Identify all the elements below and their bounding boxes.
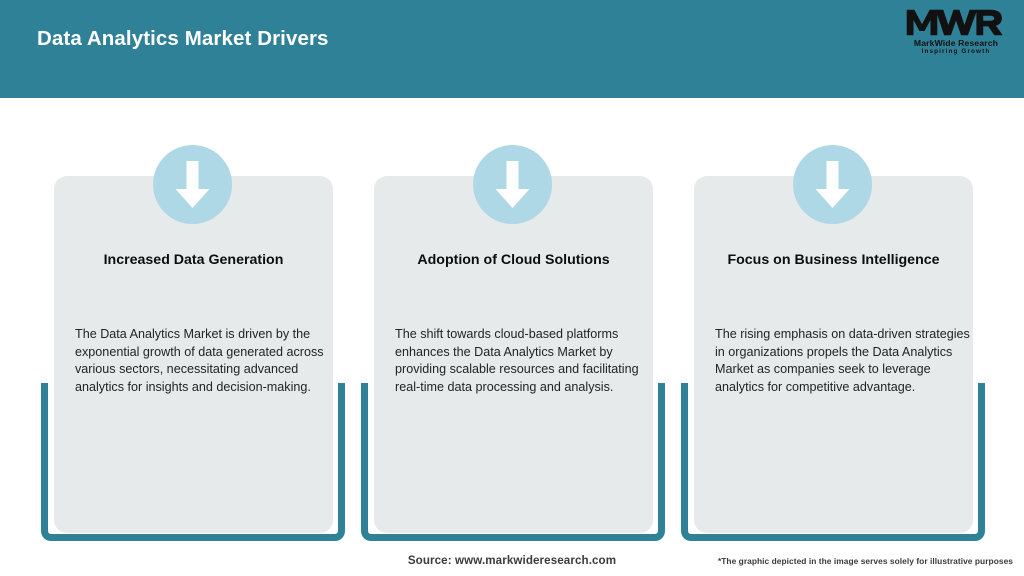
card-title-2: Adoption of Cloud Solutions [417,252,610,268]
driver-card-3: Focus on Business Intelligence The risin… [681,98,985,541]
driver-card-1: Increased Data Generation The Data Analy… [41,98,345,541]
driver-card-2: Adoption of Cloud Solutions The shift to… [361,98,665,541]
logo-tagline: Inspiring Growth [921,48,991,55]
card-bracket-1 [41,383,345,541]
arrow-down-icon [793,145,872,224]
card-panel-3 [694,176,973,533]
card-body-2: The shift towards cloud-based platforms … [395,327,639,394]
header-bar: Data Analytics Market Drivers MarkWide R… [0,0,1024,98]
card-bracket-3 [681,383,985,541]
card-body-3: The rising emphasis on data-driven strat… [715,327,970,394]
card-panel-2 [374,176,653,533]
card-title-3: Focus on Business Intelligence [727,252,940,268]
logo-mwr-icon [905,8,1007,37]
footer-source: Source: www.markwideresearch.com [407,554,617,567]
arrow-down-icon [153,145,232,224]
card-body-1: The Data Analytics Market is driven by t… [75,327,324,394]
page-title: Data Analytics Market Drivers [37,27,329,50]
card-panel-1 [54,176,333,533]
logo-company-name: MarkWide Research [913,38,999,48]
driver-cards-container: Increased Data Generation The Data Analy… [0,98,1024,541]
card-title-1: Increased Data Generation [103,252,284,268]
arrow-down-icon [473,145,552,224]
card-bracket-2 [361,383,665,541]
logo: MarkWide Research Inspiring Growth [905,8,1007,64]
footer-disclaimer: *The graphic depicted in the image serve… [717,556,1013,566]
